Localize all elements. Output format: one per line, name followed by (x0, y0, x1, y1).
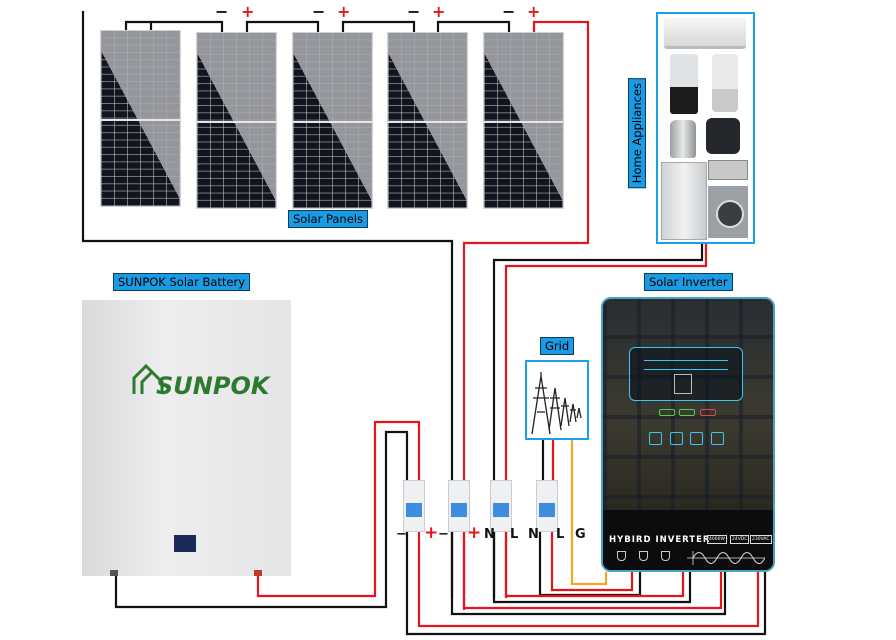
panel-neg-terminal: − (502, 2, 516, 21)
inverter-button-enter[interactable] (711, 432, 724, 445)
air-conditioner-icon (664, 18, 746, 49)
inverter-spec-ac: 230VAC (750, 535, 772, 544)
inverter-lcd-display (629, 347, 743, 401)
blender-icon (670, 54, 698, 114)
inverter-spec-dc: 24VDC (730, 535, 750, 544)
wire-out-7 (405, 530, 767, 636)
dc-breaker-pv[interactable] (448, 480, 470, 532)
wire-out-3 (492, 530, 692, 604)
inverter-button-down[interactable] (690, 432, 703, 445)
food-processor-icon (712, 54, 738, 112)
terminal-label: + (424, 523, 439, 543)
wire-battery-pos (256, 420, 421, 598)
terminal-label: N (528, 527, 539, 542)
wire-panel-link-1 (151, 20, 224, 33)
sine-wave-icon (687, 551, 765, 565)
inverter-label: Solar Inverter (644, 273, 733, 291)
grid-label: Grid (540, 337, 575, 355)
wire-grid-g (570, 436, 608, 586)
power-tower-icon (531, 372, 582, 435)
house-logo-icon (132, 363, 164, 394)
panel-neg-terminal: − (312, 2, 326, 21)
air-fryer-icon (706, 118, 740, 154)
hybrid-inverter: HYBIRD INVERTER 4000W 24VDC 230VAC (601, 297, 775, 572)
inverter-model-text: HYBIRD INVERTER (609, 535, 711, 545)
terminal-label: − (396, 527, 407, 542)
grid-power-panel (525, 360, 589, 440)
inverter-button-esc[interactable] (649, 432, 662, 445)
inverter-spec-power: 4000W (707, 535, 727, 544)
solar-panel (387, 32, 468, 209)
battery-display (174, 535, 196, 552)
toaster-oven-icon (708, 160, 748, 180)
solar-panel (196, 32, 277, 209)
solar-panel (292, 32, 373, 209)
inverter-button-up[interactable] (670, 432, 683, 445)
battery-brand-logo: SUNPOK (156, 372, 270, 400)
terminal-label: − (438, 527, 449, 542)
wire-out-6 (462, 530, 723, 610)
home-appliances-label: Home Appliances (628, 78, 646, 189)
kettle-icon (670, 120, 696, 158)
terminal-label: L (510, 527, 519, 542)
status-led-green (679, 409, 695, 416)
solar-panels-label: Solar Panels (288, 210, 368, 228)
refrigerator-icon (661, 162, 707, 240)
panel-pos-terminal: + (432, 2, 446, 21)
ac-breaker-grid[interactable] (536, 480, 558, 532)
terminal-label: + (467, 523, 482, 543)
wire-out-4 (504, 530, 685, 598)
battery-neg-terminal (110, 570, 118, 576)
home-appliances-panel (656, 12, 755, 244)
solar-panel (483, 32, 564, 209)
status-led-red (700, 409, 716, 416)
wire-out-8 (417, 530, 760, 628)
washing-machine-icon (708, 186, 748, 238)
wire-ac-out-n (492, 243, 704, 598)
protection-icon (617, 551, 626, 561)
wire-ac-out-l (504, 243, 708, 598)
panel-pos-terminal: + (337, 2, 351, 21)
wire-pv-neg-main (81, 11, 454, 598)
wire-battery-neg (114, 430, 409, 609)
panel-pos-terminal: + (241, 2, 255, 21)
wire-panel1-link (124, 20, 153, 33)
protection-icon (639, 551, 648, 561)
wire-out-5 (450, 530, 727, 616)
panel-neg-terminal: − (407, 2, 421, 21)
ac-breaker-output[interactable] (490, 480, 512, 532)
wire-pv-pos-main (462, 20, 590, 610)
terminal-label: N (484, 527, 495, 542)
terminal-label: G (575, 527, 586, 542)
solar-panel (100, 30, 181, 207)
status-led-green (659, 409, 675, 416)
panel-neg-terminal: − (215, 2, 229, 21)
wire-panel-link-2 (245, 20, 320, 33)
dc-breaker-battery[interactable] (403, 480, 425, 532)
panel-pos-terminal: + (527, 2, 541, 21)
sunpok-battery: SUNPOK (82, 300, 291, 576)
wire-out-2 (550, 530, 634, 592)
wire-panel-link-4 (436, 20, 511, 33)
protection-icon (661, 551, 670, 561)
battery-label: SUNPOK Solar Battery (113, 273, 251, 291)
terminal-label: L (556, 527, 565, 542)
wire-panel-link-3 (341, 20, 416, 33)
battery-pos-terminal (254, 570, 262, 576)
